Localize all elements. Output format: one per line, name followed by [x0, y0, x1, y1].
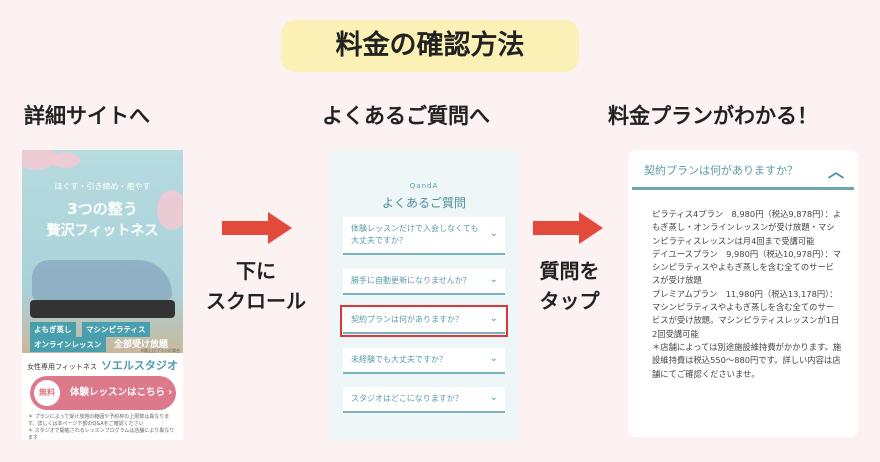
brand: 女性専用フィットネスソエルスタジオ: [22, 357, 183, 373]
divider: [632, 187, 854, 190]
scroll-label: 下に スクロール: [206, 259, 306, 313]
faq-question: 体験レッスンだけで入会しなくても大丈夫ですか？: [351, 224, 479, 245]
free-badge: 無料: [34, 380, 60, 406]
step-3-label: 料金プランがわかる！: [608, 104, 818, 128]
tap-label: 質問を タップ: [539, 259, 600, 313]
site-screenshot: ほぐす・引き締め・癒やす 3つの整う 贅沢フィットネス よもぎ蒸し マシンピラテ…: [22, 150, 183, 440]
brand-prefix: 女性専用フィットネス: [27, 363, 97, 371]
arrow-right-icon: [533, 212, 603, 244]
chevron-down-icon: ⌄: [489, 313, 498, 324]
page-title: 料金の確認方法: [281, 20, 579, 72]
chevron-down-icon: ⌄: [489, 392, 498, 403]
faq-screenshot: QandA よくあるご質問 体験レッスンだけで入会しなくても大丈夫ですか？ ⌄ 勝…: [330, 150, 518, 440]
tag: よもぎ蒸し: [30, 322, 76, 337]
chevron-down-icon: ⌄: [489, 274, 498, 285]
hero-headline-2: 贅沢フィットネス: [46, 223, 159, 239]
arrow-right-icon: [222, 212, 292, 244]
hero-subtitle: ほぐす・引き締め・癒やす: [54, 182, 151, 191]
chevron-down-icon: ⌄: [489, 353, 498, 364]
step-2-label: よくあるご質問へ: [322, 104, 490, 128]
footnote: ※最上位プランの場合: [140, 348, 180, 353]
chevron-down-icon: ⌄: [489, 228, 498, 239]
hero-headline: 3つの整う: [67, 200, 138, 218]
faq-question: 契約プランは何がありますか？: [351, 315, 463, 324]
pilates-machine: [30, 300, 175, 318]
chevron-up-icon[interactable]: ︿: [827, 162, 844, 181]
faq-label: QandA: [409, 182, 439, 190]
faq-item[interactable]: 体験レッスンだけで入会しなくても大丈夫ですか？ ⌄: [343, 217, 505, 255]
all-you-can-text: 全部受け放題: [114, 340, 169, 350]
hero-banner: ほぐす・引き締め・癒やす 3つの整う 贅沢フィットネス よもぎ蒸し マシンピラテ…: [22, 150, 183, 353]
faq-question: 未経験でも大丈夫ですか？: [351, 355, 447, 364]
answer-question[interactable]: 契約プランは何がありますか？: [644, 164, 798, 177]
tag: オンラインレッスン: [30, 337, 106, 352]
tag: マシンピラティス: [82, 322, 150, 337]
faq-item[interactable]: 勝手に自動更新になりませんか？ ⌄: [343, 269, 505, 295]
woman-photo: [32, 260, 172, 300]
faq-question: 勝手に自動更新になりませんか？: [351, 276, 471, 285]
notes: ＊ プランによって受け放題の範囲や予約枠の上限数は異なります。詳しくは本ページ下…: [28, 414, 175, 440]
faq-item[interactable]: スタジオはどこになりますか？ ⌄: [343, 387, 505, 413]
step-1-label: 詳細サイトへ: [24, 104, 150, 128]
cta-label: 体験レッスンはこちら ›: [70, 387, 173, 398]
faq-question: スタジオはどこになりますか？: [351, 394, 463, 403]
answer-text: ピラティス4プラン 8,980円（税込9,878円）：よもぎ蒸し・オンラインレッ…: [652, 209, 842, 379]
trial-lesson-button[interactable]: 無料体験レッスンはこちら ›: [30, 376, 176, 410]
faq-title: よくあるご質問: [381, 196, 466, 210]
faq-item[interactable]: 未経験でも大丈夫ですか？ ⌄: [343, 348, 505, 374]
answer-screenshot: 契約プランは何がありますか？ ︿ ピラティス4プラン 8,980円（税込9,87…: [628, 150, 858, 437]
brand-logo: ソエルスタジオ: [100, 359, 178, 372]
faq-item-highlighted[interactable]: 契約プランは何がありますか？ ⌄: [340, 305, 508, 337]
